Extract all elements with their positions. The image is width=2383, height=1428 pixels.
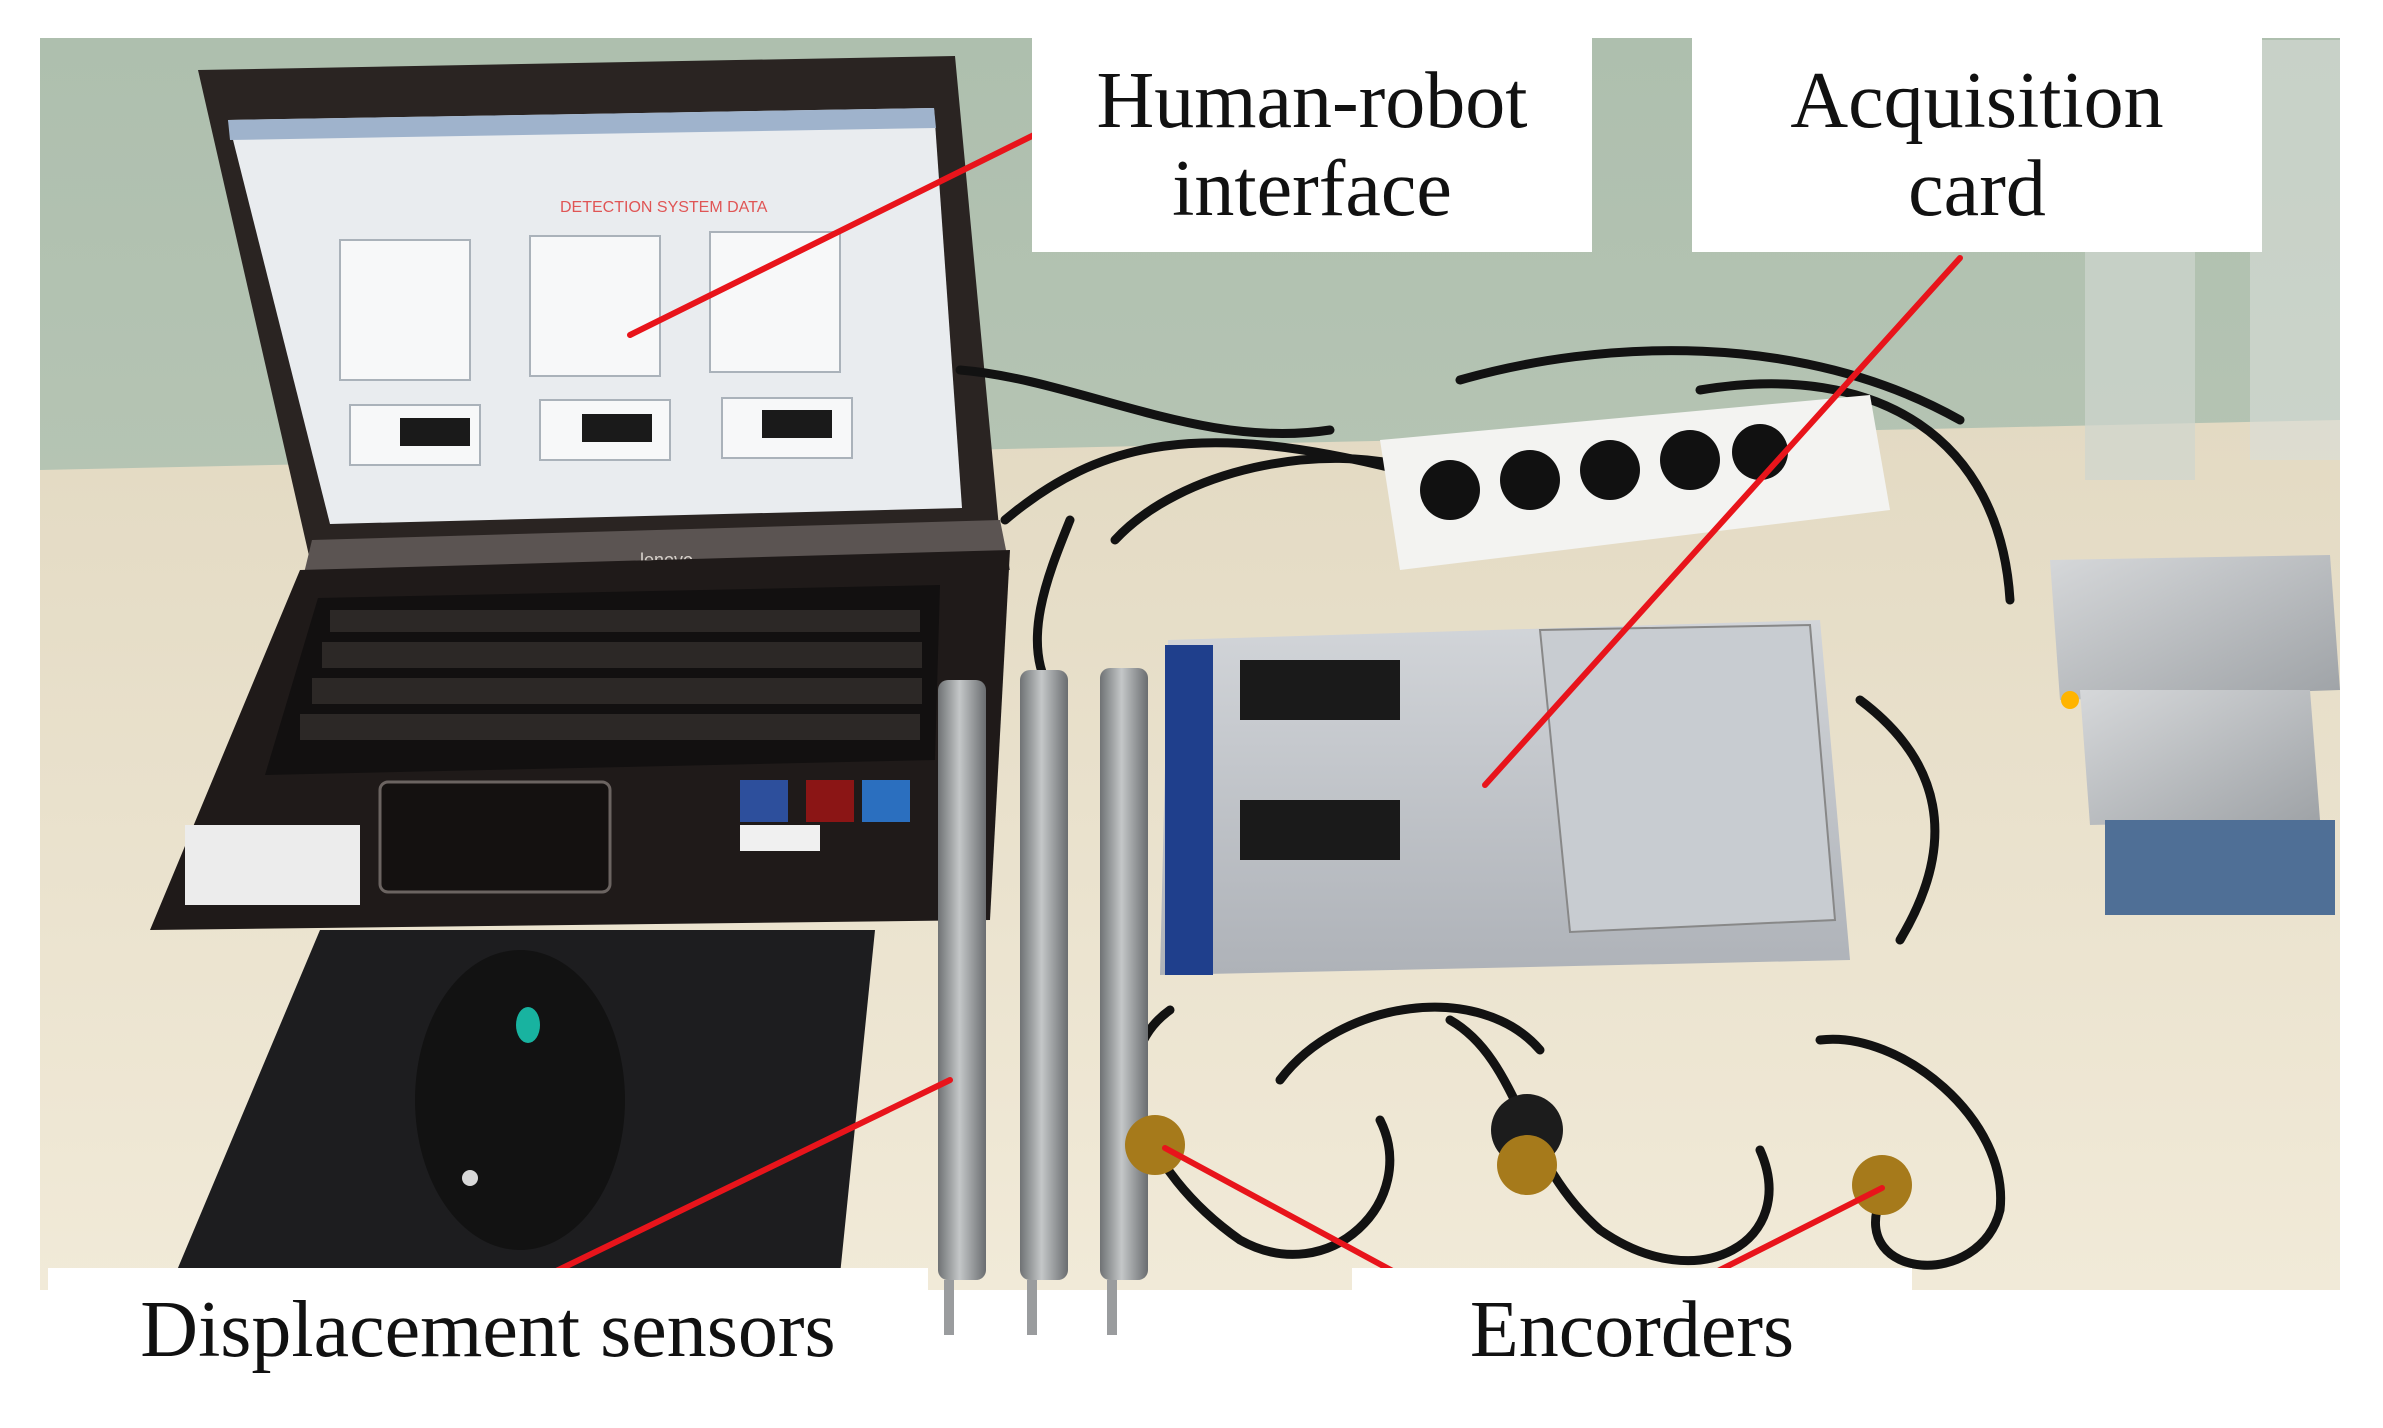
displacement-sensors (938, 668, 1148, 1335)
label-hri-line2: interface (1172, 145, 1452, 233)
mouse-pad (175, 930, 875, 1275)
label-acq-line2: card (1908, 145, 2046, 233)
daq-card (1160, 620, 1850, 975)
label-displacement-sensors: Displacement sensors (48, 1268, 928, 1392)
pointer-line-hri (627, 131, 1039, 338)
screen-title: DETECTION SYSTEM DATA (560, 199, 768, 216)
pointer-line-acq (1482, 255, 1963, 788)
pointer-lines (545, 131, 1963, 1278)
label-disp-text: Displacement sensors (140, 1286, 836, 1374)
label-encoders: Encorders (1352, 1268, 1912, 1392)
label-enc-text: Encorders (1469, 1286, 1795, 1374)
label-hri-line1: Human-robot (1096, 57, 1528, 145)
cables (955, 346, 2015, 1270)
pointer-line-enc-2 (1707, 1185, 1885, 1278)
label-acquisition-card: Acquisition card (1692, 38, 2262, 252)
label-human-robot-interface: Human-robot interface (1032, 38, 1592, 252)
power-strip (1380, 395, 1890, 570)
pointer-line-enc-1 (1162, 1145, 1403, 1278)
power-supplies (2050, 555, 2340, 915)
label-acq-line1: Acquisition (1790, 57, 2164, 145)
touchpad (378, 780, 612, 894)
encoders (1125, 1094, 1912, 1215)
mouse (415, 950, 625, 1250)
pointer-line-disp (545, 1077, 953, 1278)
laptop: DETECTION SYSTEM DATA lenovo (150, 56, 1010, 930)
